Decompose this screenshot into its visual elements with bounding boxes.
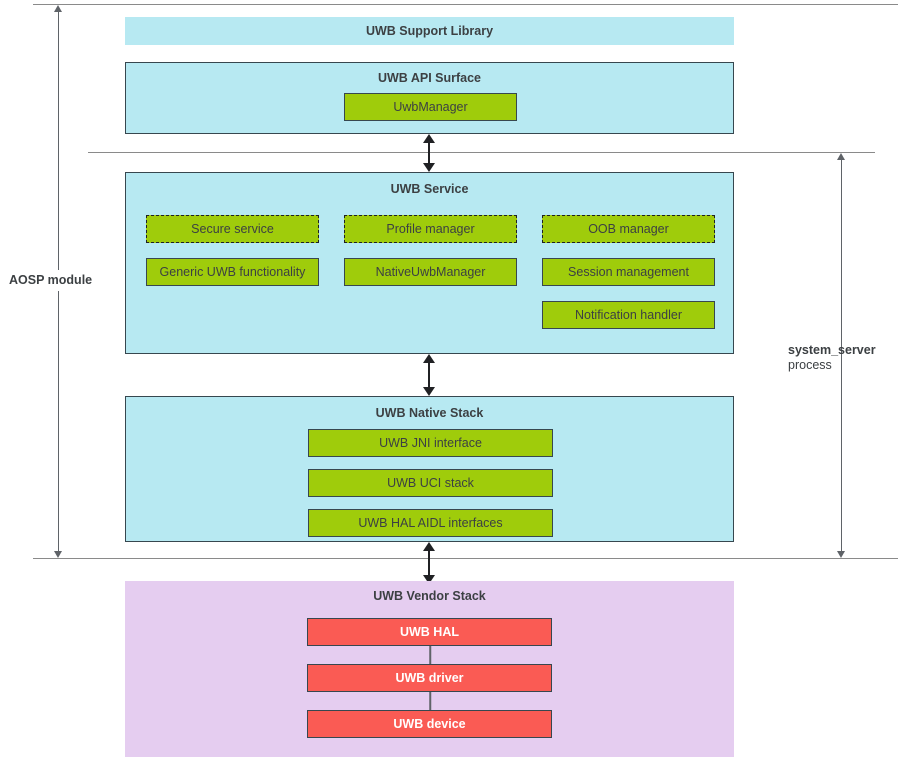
node-notification-handler[interactable]: Notification handler <box>542 301 715 329</box>
node-uwb-manager[interactable]: UwbManager <box>344 93 517 121</box>
block-uwb-native-stack: UWB Native Stack UWB JNI interface UWB U… <box>125 396 734 542</box>
connector-shaft <box>428 139 430 167</box>
system-server-sublabel-text: process <box>788 358 832 372</box>
block-uwb-api-surface: UWB API Surface UwbManager <box>125 62 734 134</box>
connector-service-to-native <box>420 354 438 396</box>
connector-arrowhead-up <box>423 354 435 363</box>
bottom-boundary-rule <box>33 558 898 559</box>
node-uwb-driver[interactable]: UWB driver <box>307 664 552 692</box>
aosp-module-label: AOSP module <box>5 270 97 291</box>
aosp-span-arrowhead-top <box>54 5 62 12</box>
system-server-span-line <box>840 158 842 553</box>
block-title-uwb-service: UWB Service <box>390 182 469 196</box>
system-server-label: system_server process <box>788 343 876 373</box>
block-title-native-stack: UWB Native Stack <box>375 406 484 420</box>
block-title-api-surface: UWB API Surface <box>377 71 482 85</box>
connector-arrowhead-down <box>423 575 435 584</box>
connector-api-to-service <box>420 134 438 172</box>
connector-shaft <box>429 646 431 672</box>
connector-arrowhead-up <box>423 134 435 143</box>
node-uwb-hal-aidl-interfaces[interactable]: UWB HAL AIDL interfaces <box>308 509 553 537</box>
block-title-vendor-stack: UWB Vendor Stack <box>373 589 486 603</box>
system-server-label-text: system_server <box>788 343 876 357</box>
block-uwb-service: UWB Service Secure service Profile manag… <box>125 172 734 354</box>
connector-shaft <box>428 547 430 579</box>
connector-arrowhead-down <box>423 387 435 396</box>
connector-shaft <box>428 359 430 391</box>
node-uwb-uci-stack[interactable]: UWB UCI stack <box>308 469 553 497</box>
node-uwb-hal[interactable]: UWB HAL <box>307 618 552 646</box>
node-uwb-device[interactable]: UWB device <box>307 710 552 738</box>
node-secure-service[interactable]: Secure service <box>146 215 319 243</box>
block-uwb-support-library: UWB Support Library <box>125 17 734 45</box>
connector-native-to-vendor <box>420 542 438 584</box>
node-uwb-jni-interface[interactable]: UWB JNI interface <box>308 429 553 457</box>
system-server-span-arrowhead-bottom <box>837 551 845 558</box>
block-title-support-library: UWB Support Library <box>365 24 494 38</box>
node-profile-manager[interactable]: Profile manager <box>344 215 517 243</box>
api-service-boundary-rule <box>88 152 875 153</box>
connector-shaft <box>429 692 431 718</box>
connector-arrowhead-up <box>423 542 435 551</box>
aosp-span-arrowhead-bottom <box>54 551 62 558</box>
node-session-management[interactable]: Session management <box>542 258 715 286</box>
connector-arrowhead-down <box>423 163 435 172</box>
node-oob-manager[interactable]: OOB manager <box>542 215 715 243</box>
aosp-module-label-text: AOSP module <box>9 273 93 287</box>
block-uwb-vendor-stack: UWB Vendor Stack UWB HAL UWB driver UWB … <box>125 581 734 757</box>
system-server-span-arrowhead-top <box>837 153 845 160</box>
node-generic-uwb-functionality[interactable]: Generic UWB functionality <box>146 258 319 286</box>
top-boundary-rule <box>33 4 898 5</box>
node-native-uwb-manager[interactable]: NativeUwbManager <box>344 258 517 286</box>
